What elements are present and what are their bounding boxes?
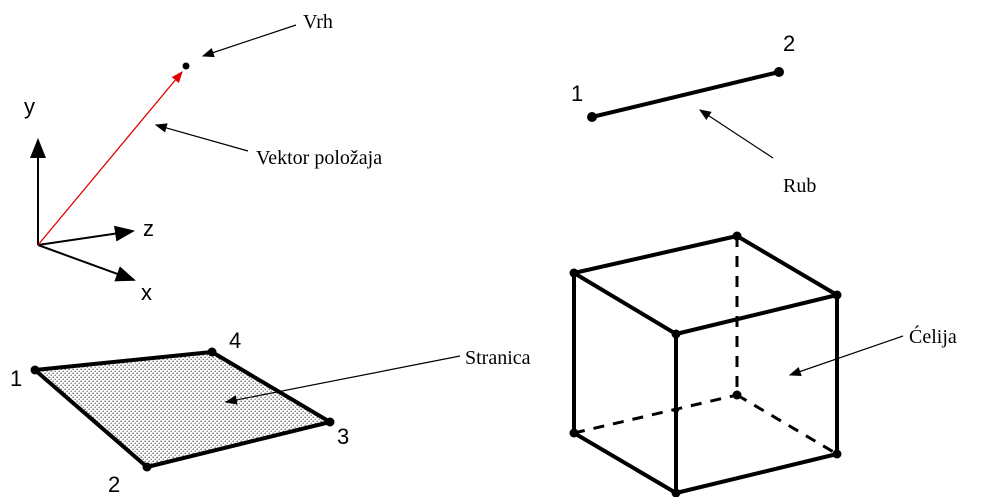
cube-vertices bbox=[569, 231, 842, 497]
cube-hidden-edges bbox=[573, 236, 838, 456]
face-point-1-label: 1 bbox=[10, 366, 22, 391]
edge-label: Rub bbox=[783, 175, 816, 197]
vector-pointer-arrow bbox=[154, 123, 249, 152]
face-point-4 bbox=[207, 347, 217, 357]
vertex-point bbox=[182, 62, 190, 70]
face-point-3 bbox=[325, 417, 335, 427]
vector-label: Vektor položaja bbox=[256, 147, 382, 169]
y-axis-label: y bbox=[24, 94, 35, 119]
face-point-2-label: 2 bbox=[108, 472, 120, 497]
cell-pointer-arrow bbox=[788, 335, 904, 377]
edge-pointer-arrow bbox=[698, 109, 774, 159]
edge-point-1-label: 1 bbox=[571, 81, 583, 106]
face-polygon bbox=[33, 350, 332, 469]
edge-line bbox=[591, 70, 780, 119]
z-axis bbox=[37, 225, 135, 246]
face-label: Stranica bbox=[465, 347, 531, 369]
edge-point-2 bbox=[774, 67, 784, 77]
edge-panel: 1 2 Rub bbox=[571, 31, 816, 197]
vertex-panel: y z x Vrh Vektor položaja bbox=[24, 11, 382, 305]
face-point-2 bbox=[142, 462, 152, 472]
face-point-1 bbox=[30, 365, 40, 375]
face-point-3-label: 3 bbox=[337, 424, 349, 449]
face-pointer-arrow bbox=[224, 355, 461, 405]
edge-point-2-label: 2 bbox=[783, 31, 795, 56]
face-panel: 1 4 3 2 Stranica bbox=[10, 328, 531, 497]
position-vector bbox=[37, 71, 183, 246]
x-axis bbox=[37, 244, 136, 282]
vertex-label: Vrh bbox=[303, 11, 333, 33]
vertex-pointer-arrow bbox=[201, 24, 297, 58]
cube-visible-edges bbox=[572, 234, 839, 495]
x-axis-label: x bbox=[141, 280, 152, 305]
edge-point-1 bbox=[587, 112, 597, 122]
cell-label: Ćelija bbox=[909, 324, 957, 348]
face-point-4-label: 4 bbox=[229, 328, 241, 353]
cell-panel: Ćelija bbox=[569, 231, 957, 497]
z-axis-label: z bbox=[143, 216, 154, 241]
